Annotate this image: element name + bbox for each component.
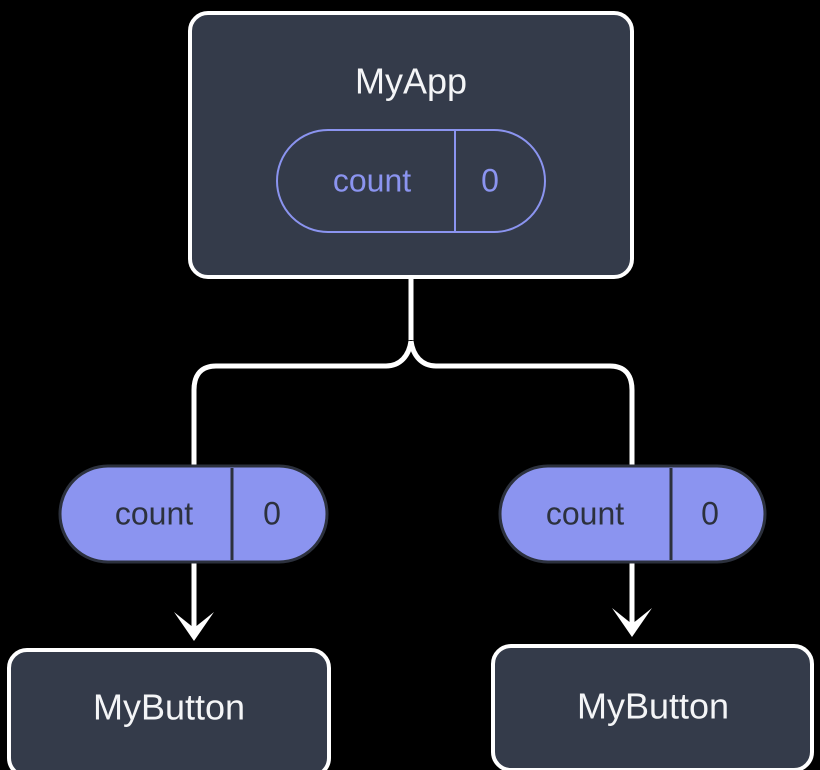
badge-left-pill[interactable] xyxy=(58,464,329,564)
arrow-left-to-mybutton xyxy=(174,566,214,641)
node-mybutton-right-label: MyButton xyxy=(577,686,729,727)
badge-right-value: 0 xyxy=(701,495,719,531)
node-mybutton-left-label: MyButton xyxy=(93,687,245,728)
badge-left-value: 0 xyxy=(263,495,281,531)
badge-root-key: count xyxy=(333,162,411,198)
badge-root-value: 0 xyxy=(481,162,499,198)
node-mybutton-left-box[interactable] xyxy=(7,648,331,770)
badge-right-pill[interactable] xyxy=(498,464,767,564)
badge-left-count[interactable]: count 0 xyxy=(58,464,329,564)
node-mybutton-right[interactable]: MyButton xyxy=(491,644,814,770)
node-myapp-box[interactable] xyxy=(188,11,634,279)
arrow-right-head-icon xyxy=(612,608,652,637)
node-mybutton-right-box[interactable] xyxy=(491,644,814,770)
badge-right-count[interactable]: count 0 xyxy=(498,464,767,564)
arrow-right-to-mybutton xyxy=(612,566,652,637)
arrow-left-head-icon xyxy=(174,612,214,641)
badge-root-pill-outline xyxy=(276,129,546,233)
node-mybutton-left[interactable]: MyButton xyxy=(7,648,331,770)
badge-right-key: count xyxy=(546,495,624,531)
node-myapp-label: MyApp xyxy=(355,61,467,102)
node-myapp[interactable]: MyApp count 0 xyxy=(188,11,634,279)
badge-root-count[interactable]: count 0 xyxy=(276,129,546,233)
connector-branch-right xyxy=(408,340,635,470)
badge-left-key: count xyxy=(115,495,193,531)
connector-branch-left xyxy=(191,340,414,470)
